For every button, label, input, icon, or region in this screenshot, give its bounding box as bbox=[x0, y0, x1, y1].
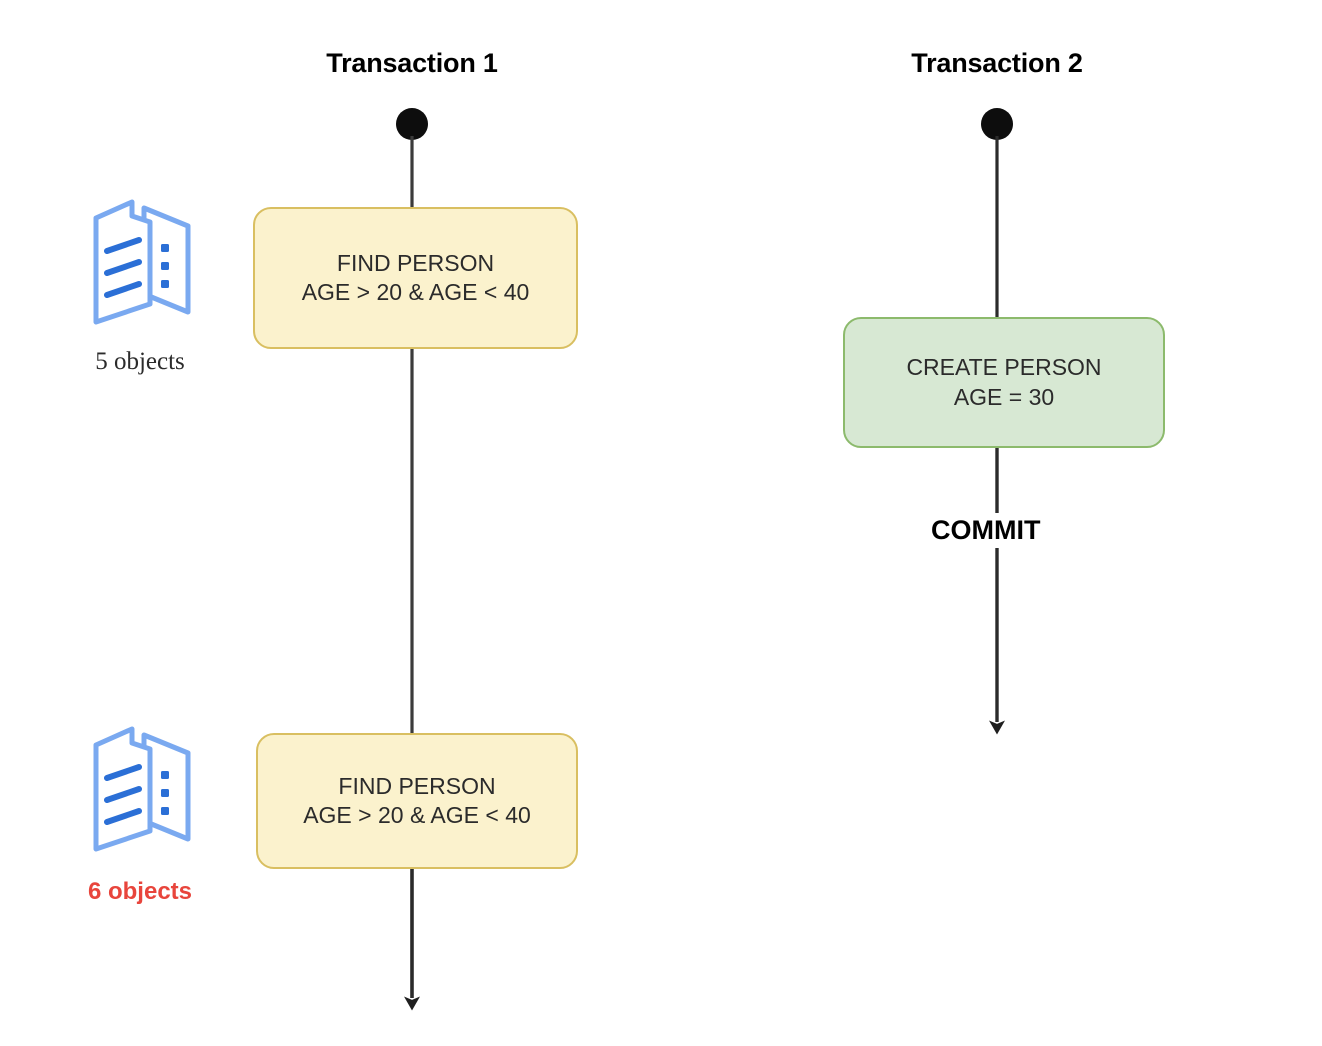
lane-title-transaction-1: Transaction 1 bbox=[326, 48, 498, 78]
t2-start-dot bbox=[981, 108, 1013, 140]
annotation-label-objects-6: 6 objects bbox=[87, 878, 193, 905]
node-find-person-1-line1: FIND PERSON bbox=[336, 249, 495, 276]
node-find-person-1[interactable]: FIND PERSON AGE > 20 & AGE < 40 bbox=[253, 207, 578, 349]
t1-start-dot bbox=[396, 108, 428, 140]
lane-title-transaction-2: Transaction 2 bbox=[911, 48, 1083, 78]
documents-icon bbox=[88, 196, 194, 328]
node-find-person-1-line2: AGE > 20 & AGE < 40 bbox=[301, 279, 530, 305]
node-create-person-line1: CREATE PERSON bbox=[906, 354, 1102, 381]
documents-icon bbox=[88, 723, 194, 855]
node-create-person-line2: AGE = 30 bbox=[953, 383, 1055, 410]
edge-label-commit: COMMIT bbox=[921, 513, 1051, 548]
annotation-label-objects-5: 5 objects bbox=[95, 348, 185, 375]
node-find-person-2-line1: FIND PERSON bbox=[338, 772, 496, 799]
node-find-person-2-line2: AGE > 20 & AGE < 40 bbox=[303, 802, 531, 828]
node-create-person[interactable]: CREATE PERSON AGE = 30 bbox=[843, 317, 1165, 448]
node-find-person-2[interactable]: FIND PERSON AGE > 20 & AGE < 40 bbox=[256, 733, 578, 869]
